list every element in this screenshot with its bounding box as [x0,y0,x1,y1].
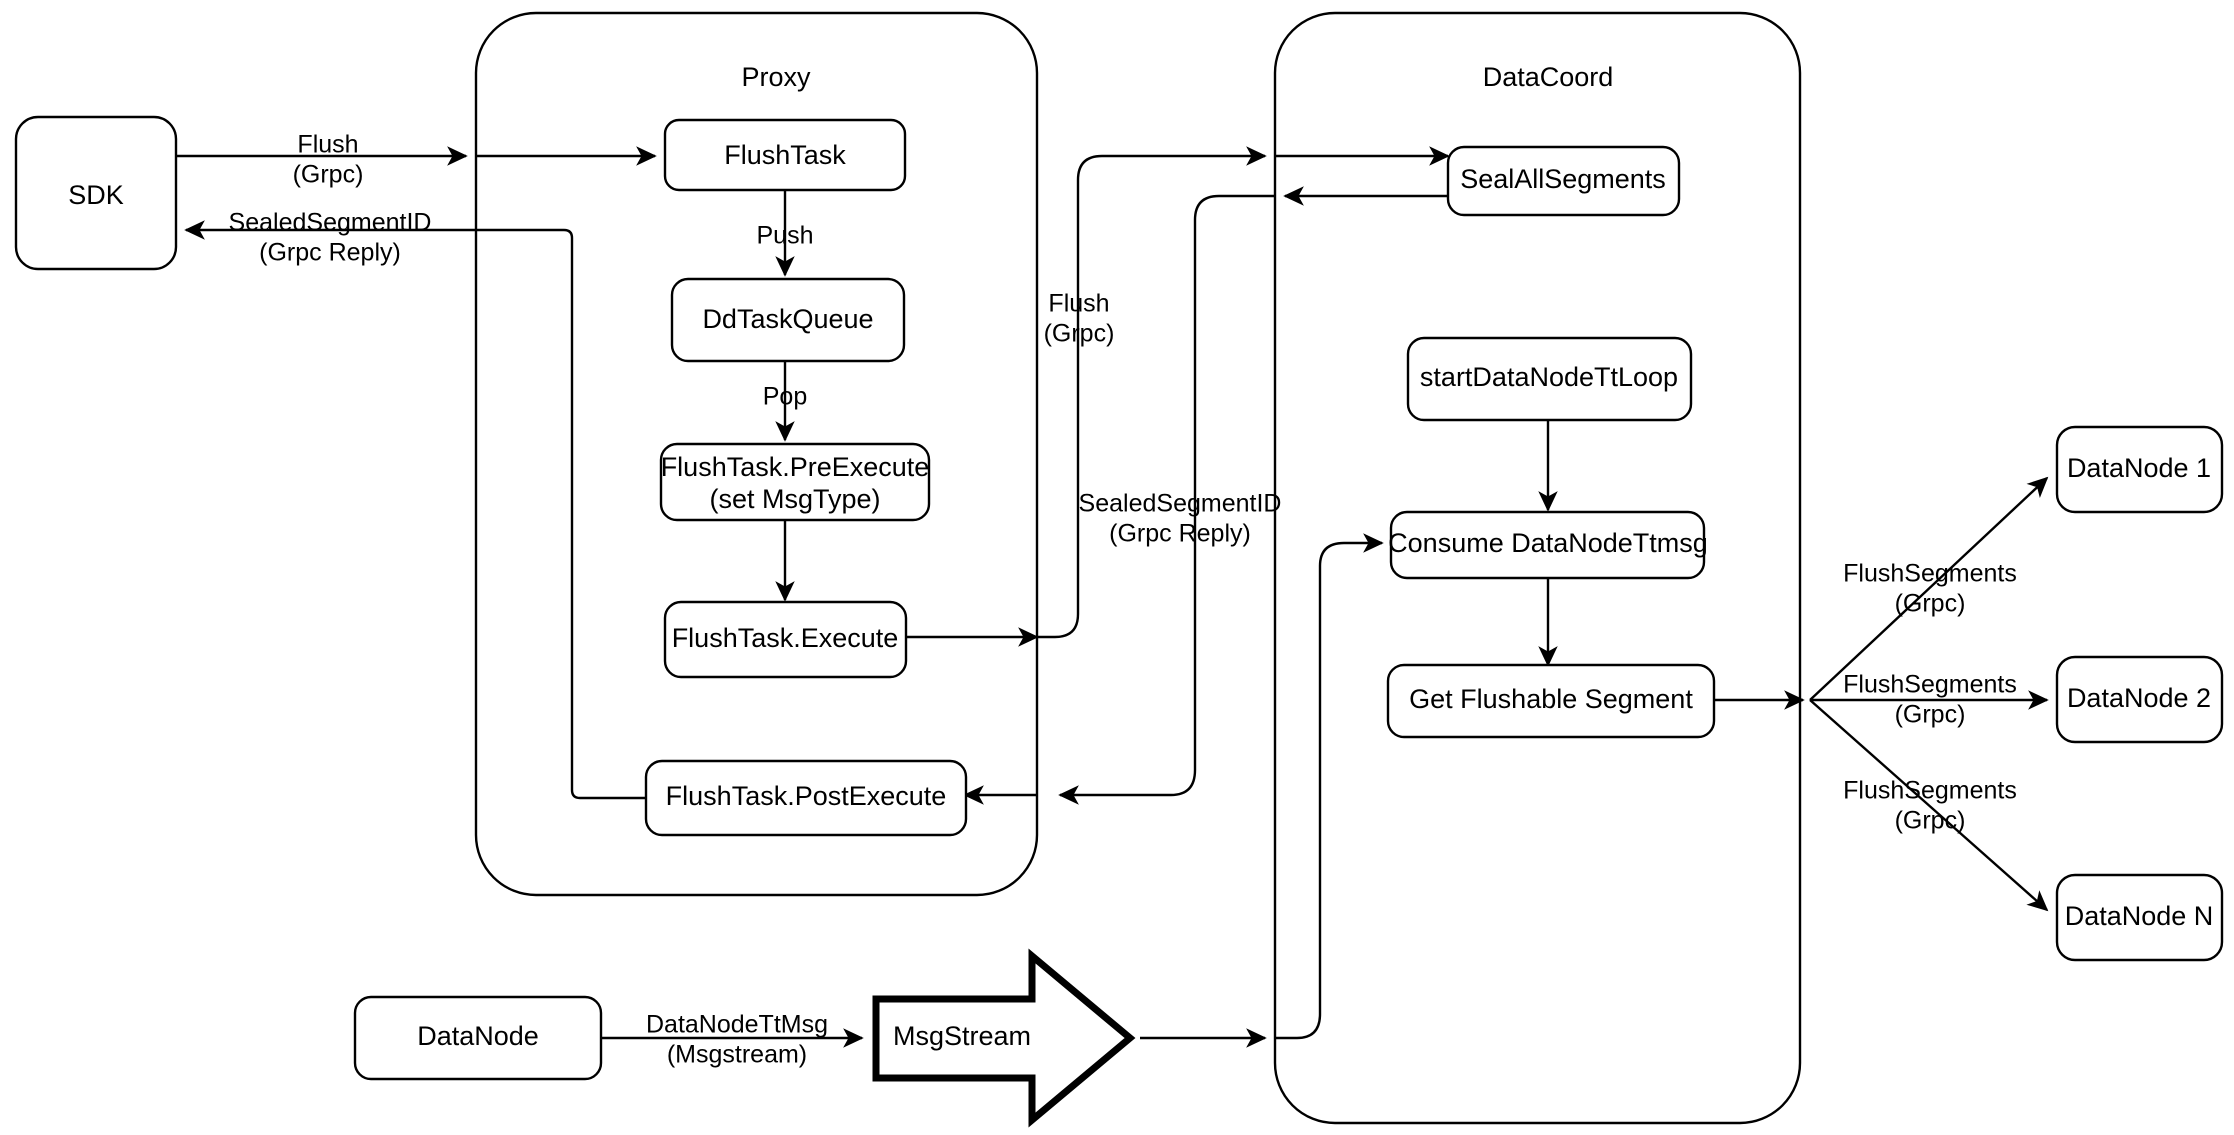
proxy-container-title: Proxy [741,62,811,92]
sealed-dc-line1: SealedSegmentID [1079,490,1282,518]
edge-hub-to-datanode1 [1809,476,2049,701]
node-ddtaskqueue[interactable]: DdTaskQueue [670,277,906,363]
sealallsegments-box[interactable] [1446,145,1681,217]
label-sealedsegmentid-datacoord: SealedSegmentID (Grpc Reply) [1079,490,1282,548]
proxy-container-outline [474,11,1039,897]
label-datanodettmsg: DataNodeTtMsg (Msgstream) [646,1011,828,1069]
startdatanodettloop-label: startDataNodeTtLoop [1420,362,1678,392]
flushtask-box[interactable] [663,118,907,192]
ttmsg-line2: (Msgstream) [667,1041,807,1069]
consumedatanodettmsg-box[interactable] [1389,510,1706,580]
flushseg2-line1: FlushSegments [1843,671,2017,699]
datanoden-box[interactable] [2055,873,2224,962]
node-flushtask-preexecute[interactable]: FlushTask.PreExecute (set MsgType) [659,442,931,522]
preexecute-label-line1: FlushTask.PreExecute [661,452,930,482]
postexecute-box[interactable] [644,759,968,837]
sealed-dc-line2: (Grpc Reply) [1109,520,1251,548]
sdk-box[interactable] [14,115,178,271]
getflushablesegment-box[interactable] [1386,663,1716,739]
getflushablesegment-label: Get Flushable Segment [1409,684,1693,714]
msgstream-arrow-shape[interactable] [872,948,1136,1128]
flush-sdk-line1: Flush [297,131,358,159]
node-startdatanodettloop[interactable]: startDataNodeTtLoop [1406,336,1693,422]
ddtaskqueue-label: DdTaskQueue [702,304,873,334]
pop-label: Pop [763,383,807,411]
edge-hub-to-datanoden [1809,699,2049,912]
container-proxy: Proxy [474,11,1039,897]
node-datanode-n[interactable]: DataNode N [2055,873,2224,962]
edge-datacoord-border-to-consume [1275,533,1384,1040]
label-flushsegments-2: FlushSegments (Grpc) [1843,671,2017,729]
node-sealallsegments[interactable]: SealAllSegments [1446,145,1681,217]
datacoord-container-title: DataCoord [1483,62,1614,92]
flushseg1-line2: (Grpc) [1895,590,1966,618]
flush-dc-line2: (Grpc) [1044,320,1115,348]
datanode1-box[interactable] [2055,425,2224,514]
msgstream-label: MsgStream [893,1021,1031,1051]
datanode2-box[interactable] [2055,655,2224,744]
node-flushtask-postexecute[interactable]: FlushTask.PostExecute [644,759,968,837]
execute-box[interactable] [663,600,908,679]
label-pop: Pop [763,383,807,411]
startdatanodettloop-box[interactable] [1406,336,1693,422]
edge-postexecute-to-sdk-sealedsegmentid [184,220,648,800]
preexecute-box[interactable] [659,442,931,522]
datacoord-container-outline [1273,11,1802,1125]
node-consumedatanodettmsg[interactable]: Consume DataNodeTtmsg [1388,510,1708,580]
sealed-sdk-line2: (Grpc Reply) [259,239,401,267]
flushsegn-line1: FlushSegments [1843,777,2017,805]
datanode2-label: DataNode 2 [2067,683,2211,713]
label-flush-datacoord: Flush (Grpc) [1044,290,1115,348]
label-flushsegments-1: FlushSegments (Grpc) [1843,560,2017,618]
datanode1-label: DataNode 1 [2067,453,2211,483]
node-sdk[interactable]: SDK [14,115,178,271]
edge-proxy-to-datacoord-flush [1037,146,1267,639]
execute-label: FlushTask.Execute [672,623,899,653]
preexecute-label-line2: (set MsgType) [709,484,880,514]
label-push: Push [757,222,814,250]
flushtask-label: FlushTask [724,140,846,170]
node-getflushablesegment[interactable]: Get Flushable Segment [1386,663,1716,739]
flush-dc-line1: Flush [1048,290,1109,318]
label-flush-sdk: Flush (Grpc) [293,131,364,189]
datanode-source-label: DataNode [417,1021,539,1051]
node-datanode-1[interactable]: DataNode 1 [2055,425,2224,514]
node-datanode-2[interactable]: DataNode 2 [2055,655,2224,744]
label-flushsegments-n: FlushSegments (Grpc) [1843,777,2017,835]
node-flushtask-execute[interactable]: FlushTask.Execute [663,600,908,679]
push-label: Push [757,222,814,250]
sealallsegments-label: SealAllSegments [1460,164,1666,194]
flushsegn-line2: (Grpc) [1895,807,1966,835]
consumedatanodettmsg-label: Consume DataNodeTtmsg [1388,528,1708,558]
container-datacoord: DataCoord [1273,11,1802,1125]
label-sealedsegmentid-sdk: SealedSegmentID (Grpc Reply) [229,209,432,267]
datanoden-label: DataNode N [2065,901,2214,931]
sealed-sdk-line1: SealedSegmentID [229,209,432,237]
sdk-label: SDK [68,180,124,210]
flushseg2-line2: (Grpc) [1895,701,1966,729]
ddtaskqueue-box[interactable] [670,277,906,363]
node-flushtask[interactable]: FlushTask [663,118,907,192]
node-datanode-source[interactable]: DataNode [353,995,603,1081]
postexecute-label: FlushTask.PostExecute [666,781,947,811]
datanode-source-box[interactable] [353,995,603,1081]
ttmsg-line1: DataNodeTtMsg [646,1011,828,1039]
edge-datacoord-to-proxy-sealedsegmentid [1058,194,1275,805]
flush-sdk-line2: (Grpc) [293,161,364,189]
flushseg1-line1: FlushSegments [1843,560,2017,588]
node-msgstream[interactable]: MsgStream [872,948,1136,1128]
